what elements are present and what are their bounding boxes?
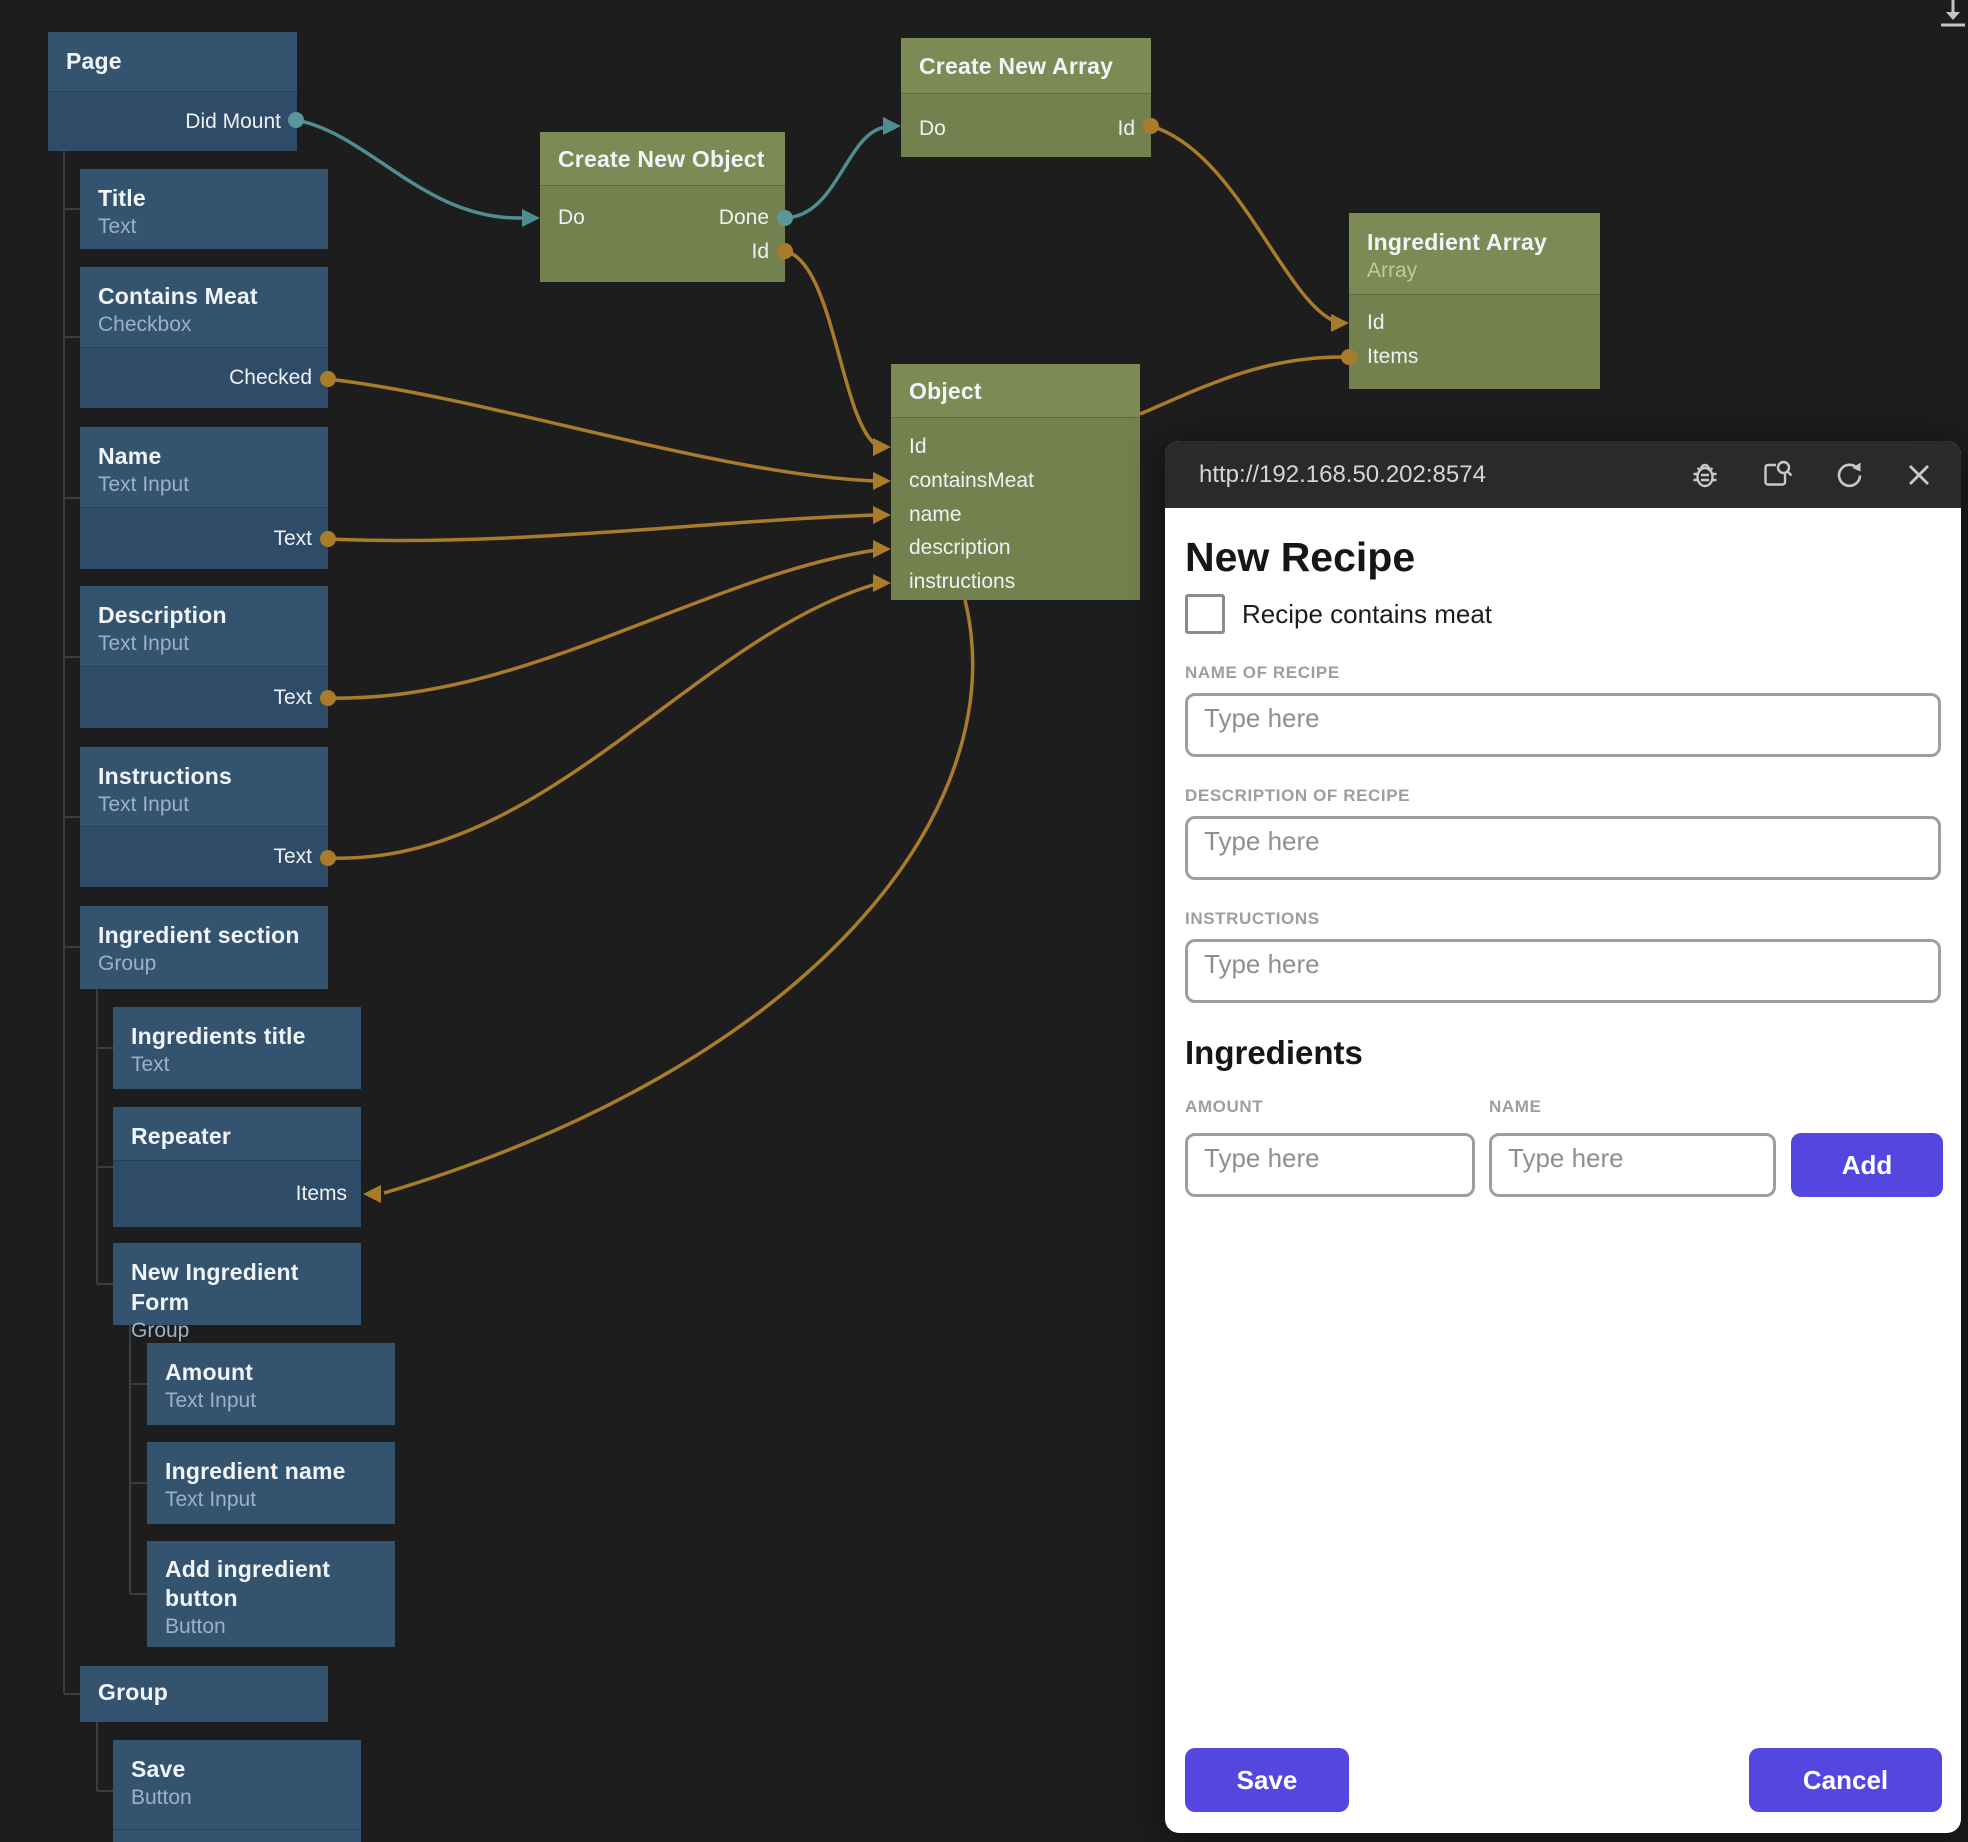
ingredient-name-label: NAME	[1489, 1097, 1542, 1117]
node-object[interactable]: Object Id containsMeat name description …	[891, 364, 1140, 600]
node-repeater[interactable]: Repeater Items	[113, 1107, 361, 1227]
node-group[interactable]: Group	[80, 1666, 328, 1722]
description-of-recipe-label: DESCRIPTION OF RECIPE	[1185, 786, 1411, 806]
recipe-name-input[interactable]	[1185, 693, 1941, 758]
port-ia-id[interactable]: Id	[1367, 311, 1385, 334]
node-add-ingredient-button[interactable]: Add ingredient button Button	[147, 1541, 395, 1647]
recipe-description-input[interactable]	[1185, 816, 1941, 881]
port-cno-do[interactable]: Do	[558, 206, 585, 229]
node-instructions-input[interactable]: Instructions Text Input Text	[80, 747, 328, 887]
node-title: Page	[66, 48, 122, 74]
download-to-tray-icon[interactable]	[1938, 0, 1968, 32]
ingredient-name-input[interactable]	[1489, 1133, 1776, 1198]
port-object-id[interactable]: Id	[909, 435, 927, 458]
name-of-recipe-label: NAME OF RECIPE	[1185, 663, 1340, 683]
port-checked[interactable]: Checked	[229, 366, 312, 389]
close-icon[interactable]	[1904, 460, 1934, 490]
preview-page: New Recipe Recipe contains meat NAME OF …	[1165, 508, 1961, 1833]
preview-browser-bar: http://192.168.50.202:8574	[1165, 441, 1961, 508]
instructions-label: INSTRUCTIONS	[1185, 909, 1320, 929]
node-ingredient-name-input[interactable]: Ingredient name Text Input	[147, 1442, 395, 1524]
node-ingredients-title[interactable]: Ingredients title Text	[113, 1007, 361, 1089]
node-page[interactable]: Page Did Mount	[48, 32, 297, 151]
port-description-text[interactable]: Text	[273, 686, 312, 709]
port-cna-do[interactable]: Do	[919, 117, 946, 140]
node-description-input[interactable]: Description Text Input Text	[80, 586, 328, 728]
contains-meat-checkbox[interactable]	[1185, 594, 1225, 635]
node-contains-meat[interactable]: Contains Meat Checkbox Checked	[80, 267, 328, 408]
node-ingredient-section[interactable]: Ingredient section Group	[80, 906, 328, 989]
contains-meat-label: Recipe contains meat	[1242, 598, 1493, 629]
node-name-input[interactable]: Name Text Input Text	[80, 427, 328, 569]
ingredients-heading: Ingredients	[1185, 1034, 1363, 1072]
cancel-button[interactable]: Cancel	[1749, 1748, 1942, 1812]
port-object-name[interactable]: name	[909, 503, 962, 526]
node-new-ingredient-form[interactable]: New Ingredient Form Group	[113, 1243, 361, 1342]
url-field[interactable]: http://192.168.50.202:8574	[1199, 460, 1486, 488]
ingredient-amount-input[interactable]	[1185, 1133, 1475, 1198]
node-create-new-array[interactable]: Create New Array Do Id	[901, 38, 1151, 157]
port-repeater-items[interactable]: Items	[295, 1182, 347, 1205]
port-instructions-text[interactable]: Text	[273, 845, 312, 868]
port-name-text[interactable]: Text	[273, 527, 312, 550]
node-title-text[interactable]: Title Text	[80, 169, 328, 249]
port-object-description[interactable]: description	[909, 536, 1011, 559]
page-title: New Recipe	[1185, 534, 1416, 580]
node-save-button[interactable]: Save Button	[113, 1740, 361, 1842]
recipe-instructions-input[interactable]	[1185, 939, 1941, 1004]
port-cna-id[interactable]: Id	[1117, 117, 1135, 140]
port-cno-id[interactable]: Id	[751, 240, 769, 263]
save-button[interactable]: Save	[1185, 1748, 1349, 1812]
port-object-containsmeat[interactable]: containsMeat	[909, 469, 1034, 492]
port-object-instructions[interactable]: instructions	[909, 570, 1016, 593]
refresh-icon[interactable]	[1833, 459, 1865, 491]
port-ia-items[interactable]: Items	[1367, 345, 1419, 368]
node-ingredient-array[interactable]: Ingredient Array Array Id Items	[1349, 213, 1600, 389]
node-amount-input[interactable]: Amount Text Input	[147, 1343, 395, 1425]
node-create-new-object[interactable]: Create New Object Do Done Id	[540, 132, 785, 282]
port-did-mount[interactable]: Did Mount	[185, 110, 281, 133]
bug-icon[interactable]	[1689, 459, 1721, 491]
amount-label: AMOUNT	[1185, 1097, 1264, 1117]
preview-panel: http://192.168.50.202:8574	[1165, 441, 1961, 1833]
add-ingredient-button[interactable]: Add	[1791, 1133, 1943, 1198]
inspect-window-icon[interactable]	[1760, 459, 1794, 491]
port-cno-done[interactable]: Done	[718, 206, 769, 229]
